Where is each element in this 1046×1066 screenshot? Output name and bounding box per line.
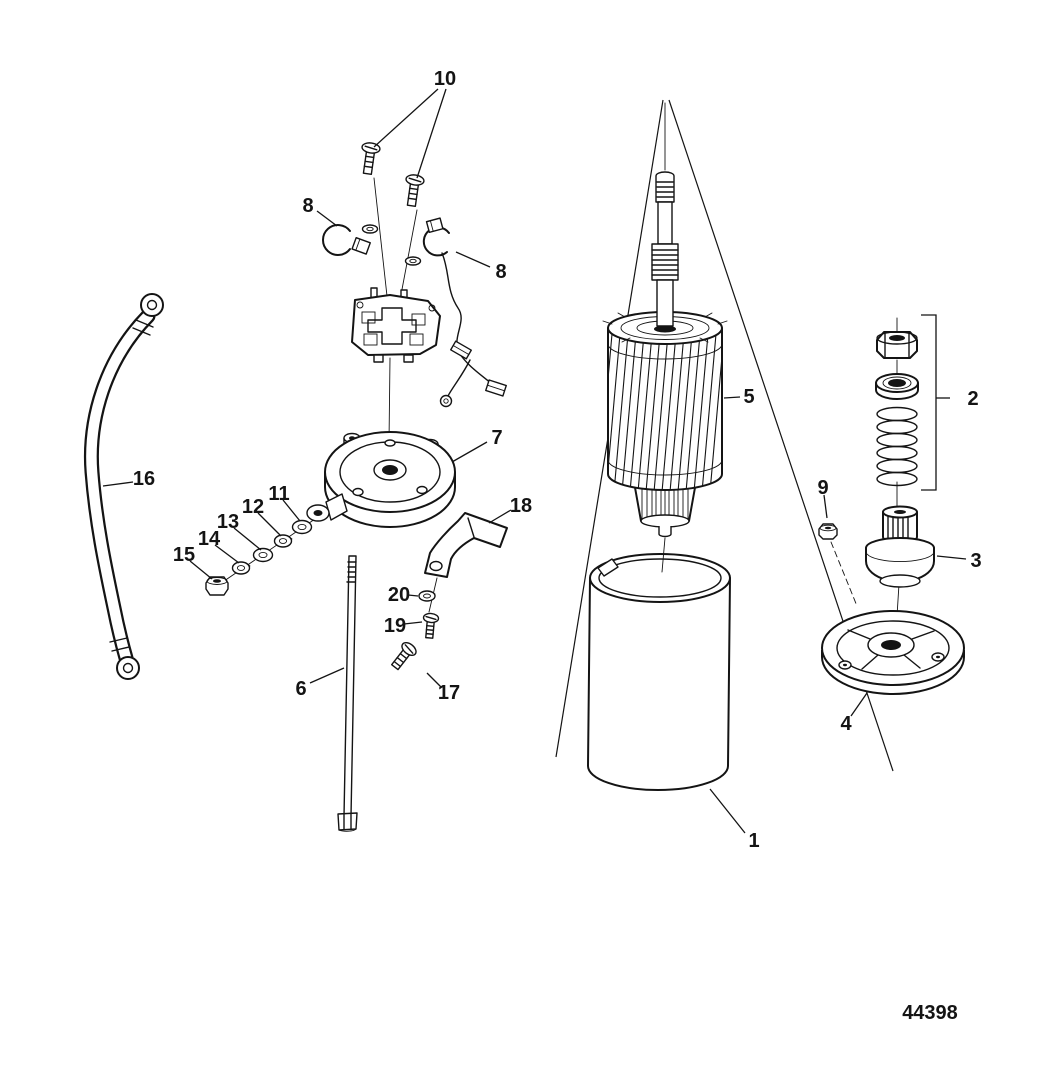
callout-11: 11 — [268, 483, 289, 505]
callout-17: 17 — [438, 682, 460, 704]
drawing-number: 44398 — [902, 1002, 958, 1024]
end-frame — [306, 431, 456, 528]
callout-18: 18 — [510, 495, 532, 517]
fastener-stack — [205, 519, 313, 596]
screw-19 — [422, 612, 440, 639]
bracket — [424, 512, 508, 578]
callout-labels: 10 8 8 7 16 11 12 13 14 15 18 20 19 6 17… — [133, 68, 982, 852]
callout-8-right: 8 — [495, 261, 506, 283]
callout-1: 1 — [748, 830, 759, 852]
screw-17 — [390, 641, 417, 671]
callout-12: 12 — [242, 496, 264, 518]
battery-cable — [83, 293, 164, 680]
drive-pinion — [865, 505, 935, 588]
callout-3: 3 — [970, 550, 981, 572]
part2-bracket — [921, 314, 937, 491]
end-cap — [821, 610, 965, 695]
nut-9 — [818, 523, 858, 607]
callout-9: 9 — [817, 477, 828, 499]
callout-19: 19 — [384, 615, 406, 637]
motor-frame — [587, 553, 731, 791]
callout-leaders — [102, 88, 967, 834]
callout-8-left: 8 — [302, 195, 313, 217]
through-bolt — [337, 555, 358, 832]
callout-10: 10 — [434, 68, 456, 90]
callout-2: 2 — [967, 388, 978, 410]
callout-20: 20 — [388, 584, 410, 606]
callout-4: 4 — [840, 713, 852, 735]
callout-5: 5 — [743, 386, 754, 408]
lock-washer-20 — [418, 590, 436, 602]
callout-14: 14 — [198, 528, 221, 550]
brush-holder-plate — [351, 287, 441, 363]
brush-left — [322, 224, 371, 256]
callout-16: 16 — [133, 468, 155, 490]
callout-6: 6 — [295, 678, 306, 700]
brush-right — [422, 217, 507, 408]
armature-centerline — [661, 537, 666, 573]
nut-washer-spring-stack — [875, 331, 919, 487]
callout-15: 15 — [173, 544, 195, 566]
armature — [602, 171, 728, 538]
callout-7: 7 — [491, 427, 502, 449]
callout-13: 13 — [217, 511, 239, 533]
